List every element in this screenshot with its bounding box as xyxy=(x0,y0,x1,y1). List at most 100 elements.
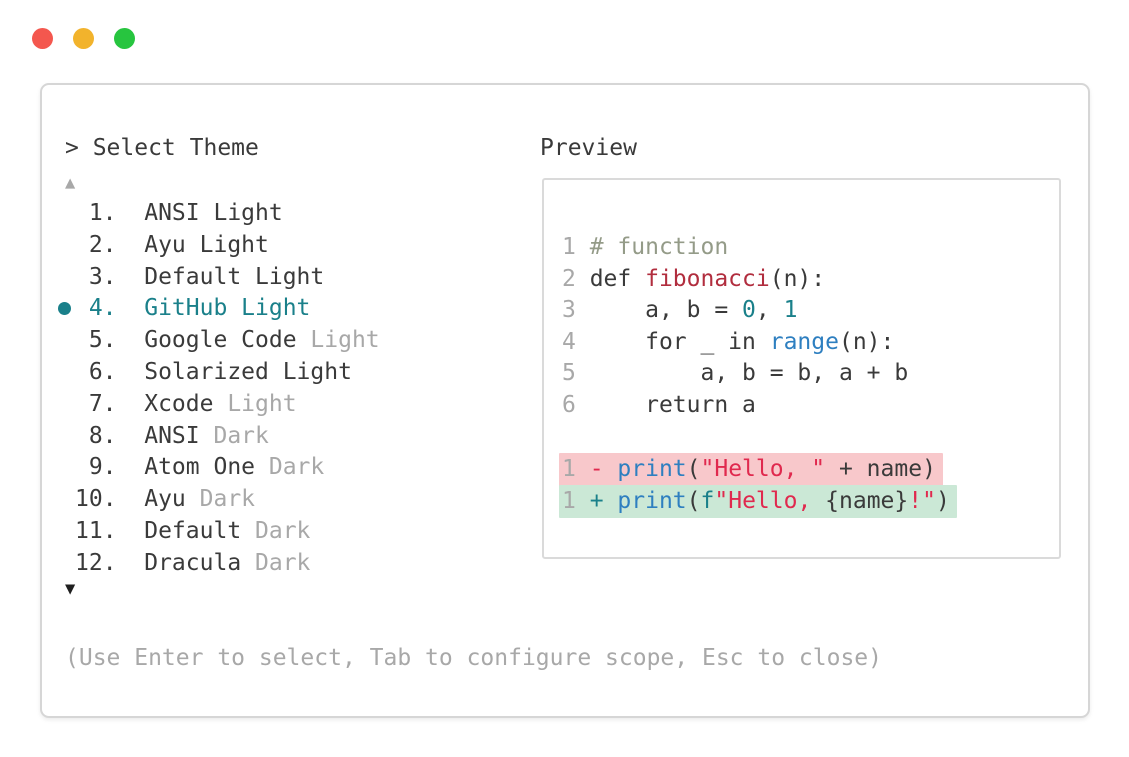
theme-item-variant-label: Light xyxy=(213,390,297,417)
theme-item-label: ANSI Light xyxy=(144,200,283,226)
theme-item-label: Solarized Light xyxy=(144,358,352,385)
theme-item-label: ANSI xyxy=(144,422,200,449)
theme-item-variant-label: Dark xyxy=(241,549,311,576)
keyboard-hints: (Use Enter to select, Tab to configure s… xyxy=(65,645,882,671)
code-token: (n): xyxy=(769,265,826,292)
code-token: f xyxy=(700,487,715,514)
line-number: 1 xyxy=(562,456,590,483)
line-number: 6 xyxy=(562,391,590,418)
line-number: 3 xyxy=(562,297,590,324)
preview-title: Preview xyxy=(540,135,637,161)
theme-item-number: 8. xyxy=(88,422,117,449)
theme-list-item[interactable]: 10. Ayu Dark xyxy=(65,484,380,516)
code-line: 6 return a xyxy=(562,390,957,422)
code-token: + name) xyxy=(825,456,936,483)
line-number: 1 xyxy=(562,487,590,514)
theme-list-item[interactable]: 7. Xcode Light xyxy=(65,389,380,421)
code-token: print xyxy=(617,487,687,514)
theme-item-number: 10. xyxy=(75,486,117,513)
scroll-up-icon[interactable]: ▲ xyxy=(65,167,75,199)
line-number: 2 xyxy=(562,265,590,292)
minimize-window-icon[interactable] xyxy=(73,28,94,49)
theme-item-number: 4. xyxy=(88,295,117,322)
code-line: 3 a, b = 0, 1 xyxy=(562,295,957,327)
theme-item-label: Dracula xyxy=(144,549,242,576)
code-token: , xyxy=(755,297,784,324)
code-token: fibonacci xyxy=(645,265,770,292)
code-token: !" xyxy=(908,487,936,514)
theme-item-number: 9. xyxy=(88,454,117,481)
theme-item-label: Google Code xyxy=(144,327,297,354)
code-line: 5 a, b = b, a + b xyxy=(562,358,957,390)
diff-added-line: 1 + print(f"Hello, {name}!") xyxy=(559,484,957,519)
theme-item-number: 12. xyxy=(75,549,117,576)
theme-list-item[interactable]: 4. GitHub Light xyxy=(58,293,380,325)
code-token: a, b = b, a + b xyxy=(589,360,909,387)
theme-item-label: Default xyxy=(144,517,242,544)
theme-item-variant-label: Dark xyxy=(199,422,269,449)
code-token: ( xyxy=(686,487,701,514)
theme-list-item[interactable]: 5. Google Code Light xyxy=(65,325,380,357)
code-token: for _ in xyxy=(589,328,770,355)
code-token: print xyxy=(617,456,687,483)
code-token: "Hello, " xyxy=(700,456,826,483)
theme-list-item[interactable]: 2. Ayu Light xyxy=(65,230,380,262)
code-token: + xyxy=(589,487,618,514)
code-token: def xyxy=(589,265,646,292)
line-number: 5 xyxy=(562,360,590,387)
code-token: 1 xyxy=(783,297,798,324)
theme-list-item[interactable]: 12. Dracula Dark xyxy=(65,548,380,580)
zoom-window-icon[interactable] xyxy=(114,28,135,49)
theme-list-item[interactable]: 8. ANSI Dark xyxy=(65,421,380,453)
close-window-icon[interactable] xyxy=(32,28,53,49)
code-token: a, b = xyxy=(589,297,743,324)
selected-item-bullet-icon xyxy=(58,302,71,316)
theme-item-number: 1. xyxy=(88,200,117,226)
theme-item-label: Atom One xyxy=(144,454,256,481)
theme-item-label: Default Light xyxy=(144,263,325,290)
code-token: - xyxy=(589,456,618,483)
code-token: ( xyxy=(686,456,701,483)
theme-item-number: 2. xyxy=(88,231,117,258)
theme-item-number: 5. xyxy=(88,327,117,354)
theme-item-label: Ayu Light xyxy=(144,231,269,258)
theme-item-label: GitHub Light xyxy=(144,295,311,322)
code-line: 4 for _ in range(n): xyxy=(562,327,957,359)
theme-item-number: 7. xyxy=(88,390,117,417)
code-token: range xyxy=(769,328,839,355)
scroll-down-icon[interactable]: ▼ xyxy=(65,573,75,605)
diff-removed-line: 1 - print("Hello, " + name) xyxy=(559,453,957,487)
code-token: "Hello, xyxy=(714,487,826,514)
theme-item-variant-label: Light xyxy=(296,327,380,354)
theme-item-label: Xcode xyxy=(144,390,214,417)
select-theme-prompt: > Select Theme xyxy=(65,135,259,161)
theme-list-item[interactable]: 6. Solarized Light xyxy=(65,357,380,389)
code-line: 2 def fibonacci(n): xyxy=(562,264,957,296)
theme-item-variant-label: Dark xyxy=(185,486,256,513)
code-token: {name} xyxy=(825,487,909,514)
code-token: ) xyxy=(935,487,950,514)
code-token: return a xyxy=(589,391,756,418)
theme-list-item[interactable]: 1. ANSI Light xyxy=(65,198,380,230)
code-line: 1 # function xyxy=(562,232,957,264)
theme-item-variant-label: Dark xyxy=(255,454,325,481)
code-token: (n): xyxy=(838,328,895,355)
theme-list-item[interactable]: 9. Atom One Dark xyxy=(65,452,380,484)
theme-item-number: 6. xyxy=(88,358,117,385)
window-controls xyxy=(32,28,135,49)
line-number: 4 xyxy=(562,328,590,355)
theme-list-item[interactable]: 3. Default Light xyxy=(65,262,380,294)
line-number: 1 xyxy=(562,234,590,260)
theme-item-number: 11. xyxy=(75,517,117,544)
theme-list-item[interactable]: 11. Default Dark xyxy=(65,516,380,548)
code-token: # function xyxy=(589,234,729,260)
theme-item-label: Ayu xyxy=(144,486,186,513)
code-token: 0 xyxy=(742,297,756,324)
theme-item-variant-label: Dark xyxy=(241,517,311,544)
code-line xyxy=(562,422,957,454)
theme-item-number: 3. xyxy=(88,263,117,290)
